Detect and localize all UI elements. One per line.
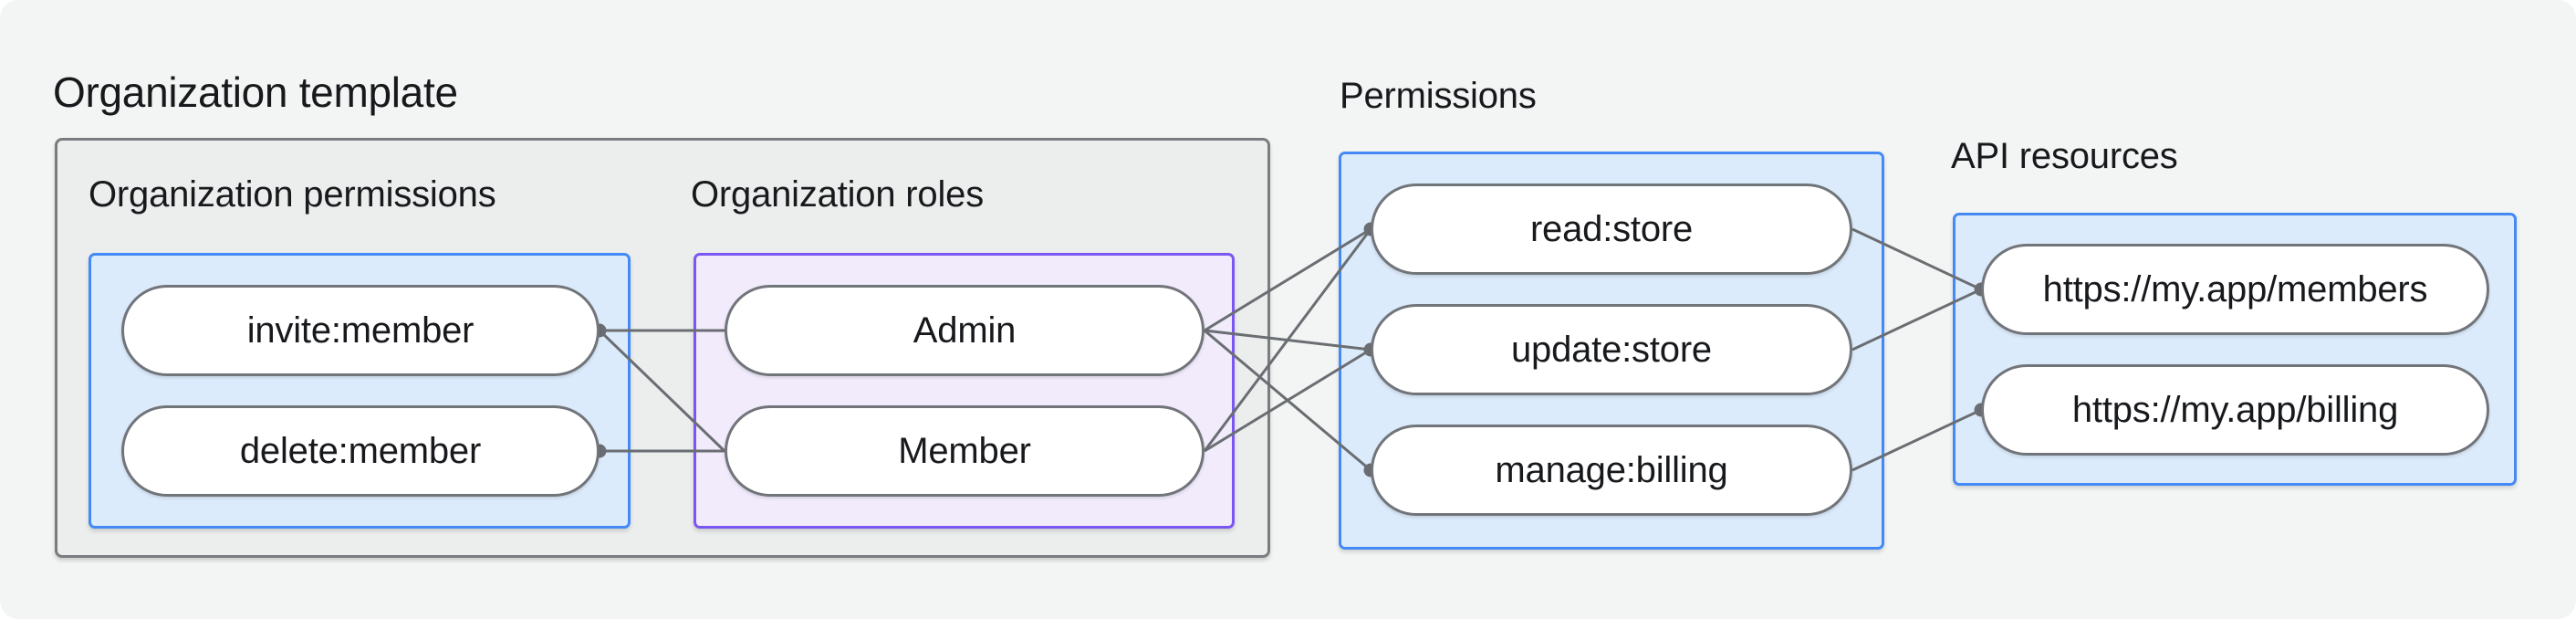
node-api-billing-url: https://my.app/billing xyxy=(1981,364,2489,456)
org-roles-label: Organization roles xyxy=(691,174,985,215)
node-admin-role: Admin xyxy=(725,285,1205,376)
permissions-label: Permissions xyxy=(1340,76,1537,116)
api-resources-label: API resources xyxy=(1951,136,2178,176)
node-manage-billing: manage:billing xyxy=(1371,425,1852,516)
node-read-store: read:store xyxy=(1371,184,1852,275)
node-update-store: update:store xyxy=(1371,304,1852,395)
node-delete-member: delete:member xyxy=(121,405,600,497)
node-api-members-url: https://my.app/members xyxy=(1981,244,2489,335)
node-invite-member: invite:member xyxy=(121,285,600,376)
node-member-role: Member xyxy=(725,405,1205,497)
org-permissions-label: Organization permissions xyxy=(89,174,496,215)
diagram-title: Organization template xyxy=(53,68,458,116)
